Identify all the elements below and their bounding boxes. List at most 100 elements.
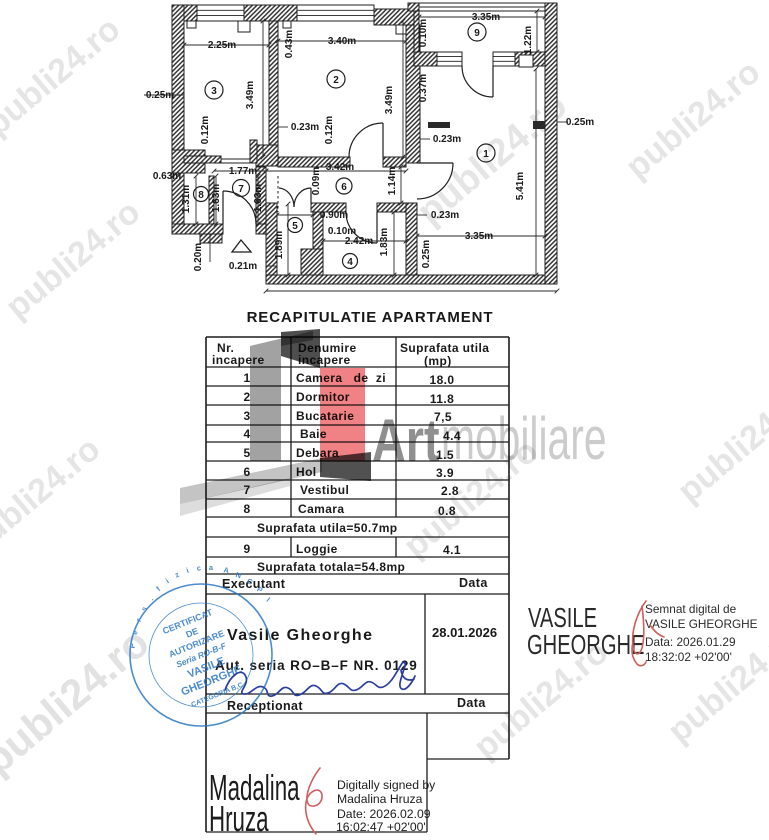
svg-text:f: f (154, 584, 162, 593)
svg-text:DE: DE (184, 626, 199, 640)
svg-text:publi24.ro: publi24.ro (0, 193, 147, 327)
svg-text:0.23m: 0.23m (431, 210, 459, 221)
svg-text:0.23m: 0.23m (433, 134, 461, 145)
svg-text:Art: Art (372, 407, 440, 474)
svg-text:3: 3 (243, 409, 250, 423)
svg-text:0.37m: 0.37m (418, 74, 429, 102)
svg-text:Suprafata totala=54.8mp: Suprafata totala=54.8mp (257, 560, 405, 574)
svg-text:16:02:47 +02'00': 16:02:47 +02'00' (336, 820, 426, 834)
svg-text:8: 8 (243, 502, 250, 516)
svg-text:7: 7 (238, 184, 244, 195)
svg-text:0.12m: 0.12m (200, 116, 211, 144)
svg-text:1.89m: 1.89m (274, 231, 285, 259)
svg-text:0.10m: 0.10m (328, 226, 356, 237)
svg-text:Suprafata utila=50.7mp: Suprafata utila=50.7mp (257, 521, 398, 535)
svg-text:Date: 2026.02.09: Date: 2026.02.09 (337, 807, 431, 821)
svg-text:I: I (265, 595, 272, 603)
svg-text:0.63m: 0.63m (153, 171, 181, 182)
svg-text:3.35m: 3.35m (472, 12, 500, 23)
svg-text:Digitally signed by: Digitally signed by (337, 778, 436, 792)
svg-text:6: 6 (243, 465, 250, 479)
svg-text:0.25m: 0.25m (421, 240, 432, 268)
svg-text:Vestibul: Vestibul (300, 483, 349, 497)
svg-text:mobiliare: mobiliare (441, 405, 607, 472)
svg-text:9: 9 (474, 28, 480, 39)
svg-text:a: a (209, 563, 214, 572)
svg-text:A: A (223, 565, 230, 575)
svg-text:i: i (164, 576, 171, 585)
svg-text:3.40m: 3.40m (328, 36, 356, 47)
svg-text:0.12m: 0.12m (324, 116, 335, 144)
svg-text:0.23m: 0.23m (291, 122, 319, 133)
svg-text:3.49m: 3.49m (245, 81, 256, 109)
svg-text:0.09m: 0.09m (311, 167, 322, 195)
svg-text:P: P (255, 585, 264, 595)
svg-text:2.42m: 2.42m (345, 236, 373, 247)
svg-text:1: 1 (483, 149, 489, 160)
svg-text:1.63m: 1.63m (211, 184, 222, 212)
svg-text:28.01.2026: 28.01.2026 (432, 625, 497, 640)
svg-text:3: 3 (211, 86, 217, 97)
svg-text:i: i (185, 566, 190, 575)
svg-text:Data: 2026.01.29: Data: 2026.01.29 (645, 635, 736, 649)
svg-text:Loggie: Loggie (296, 542, 338, 556)
svg-text:c: c (196, 563, 202, 573)
svg-text:1.63m: 1.63m (253, 184, 264, 212)
svg-text:z: z (173, 570, 181, 580)
svg-text:Executant: Executant (222, 577, 286, 591)
svg-text:VASILE GHEORGHE: VASILE GHEORGHE (645, 617, 758, 631)
svg-text:.: . (147, 595, 155, 602)
svg-text:2.8: 2.8 (441, 484, 459, 498)
svg-text:3.42m: 3.42m (326, 162, 354, 173)
svg-text:Hruza: Hruza (209, 800, 269, 835)
svg-text:RECAPITULATIE APARTAMENT: RECAPITULATIE APARTAMENT (247, 309, 494, 326)
svg-text:Camara: Camara (298, 502, 344, 516)
svg-text:N: N (235, 570, 243, 580)
svg-text:4.1: 4.1 (443, 543, 461, 557)
svg-text:18.0: 18.0 (430, 373, 455, 387)
svg-text:1.31m: 1.31m (181, 185, 192, 213)
svg-text:Data: Data (457, 696, 486, 710)
svg-text:0.25m: 0.25m (146, 90, 174, 101)
svg-text:Receptionat: Receptionat (227, 699, 303, 713)
svg-text:1.77m: 1.77m (229, 166, 257, 177)
svg-text:1.14m: 1.14m (387, 167, 398, 195)
svg-text:0.8: 0.8 (438, 504, 456, 518)
svg-text:8: 8 (198, 190, 204, 201)
svg-text:0.25m: 0.25m (566, 117, 594, 128)
svg-text:Madalina Hruza: Madalina Hruza (337, 792, 423, 806)
svg-text:GHEORGHE: GHEORGHE (527, 630, 645, 661)
svg-text:publi24.ro: publi24.ro (0, 10, 127, 144)
svg-text:2: 2 (333, 75, 339, 86)
svg-text:3.49m: 3.49m (384, 86, 395, 114)
svg-text:Data: Data (459, 576, 488, 590)
svg-text:5: 5 (292, 221, 298, 232)
svg-text:18:32:02 +02'00': 18:32:02 +02'00' (645, 650, 732, 664)
svg-text:C: C (246, 576, 255, 587)
svg-text:2.25m: 2.25m (208, 40, 236, 51)
svg-text:5: 5 (243, 446, 250, 460)
svg-text:0.10m: 0.10m (418, 19, 429, 47)
svg-text:publi24.ro: publi24.ro (618, 53, 767, 187)
svg-text:VASILE: VASILE (528, 603, 597, 634)
svg-text:1.5: 1.5 (436, 448, 454, 462)
svg-text:1.83m: 1.83m (379, 228, 390, 256)
svg-text:publi24.ro: publi24.ro (0, 618, 158, 783)
svg-text:Vasile Gheorghe: Vasile Gheorghe (227, 627, 373, 644)
svg-text:11.8: 11.8 (430, 392, 454, 406)
svg-text:0.43m: 0.43m (284, 30, 295, 58)
svg-text:4: 4 (243, 427, 250, 441)
svg-text:0.20m: 0.20m (193, 243, 204, 271)
svg-text:0.90m: 0.90m (320, 210, 348, 221)
svg-text:3.9: 3.9 (436, 466, 454, 480)
svg-text:Baie: Baie (300, 427, 327, 441)
svg-text:2: 2 (243, 390, 250, 404)
svg-text:4: 4 (347, 257, 353, 268)
svg-text:4.4: 4.4 (443, 429, 461, 443)
svg-text:1.22m: 1.22m (523, 26, 534, 54)
svg-text:Aut. seria RO–B–F NR. 0129: Aut. seria RO–B–F NR. 0129 (215, 658, 418, 673)
svg-text:5.41m: 5.41m (515, 172, 526, 200)
svg-text:e: e (130, 629, 140, 635)
svg-text:Suprafata utila: Suprafata utila (400, 341, 489, 355)
svg-text:s: s (139, 605, 149, 613)
